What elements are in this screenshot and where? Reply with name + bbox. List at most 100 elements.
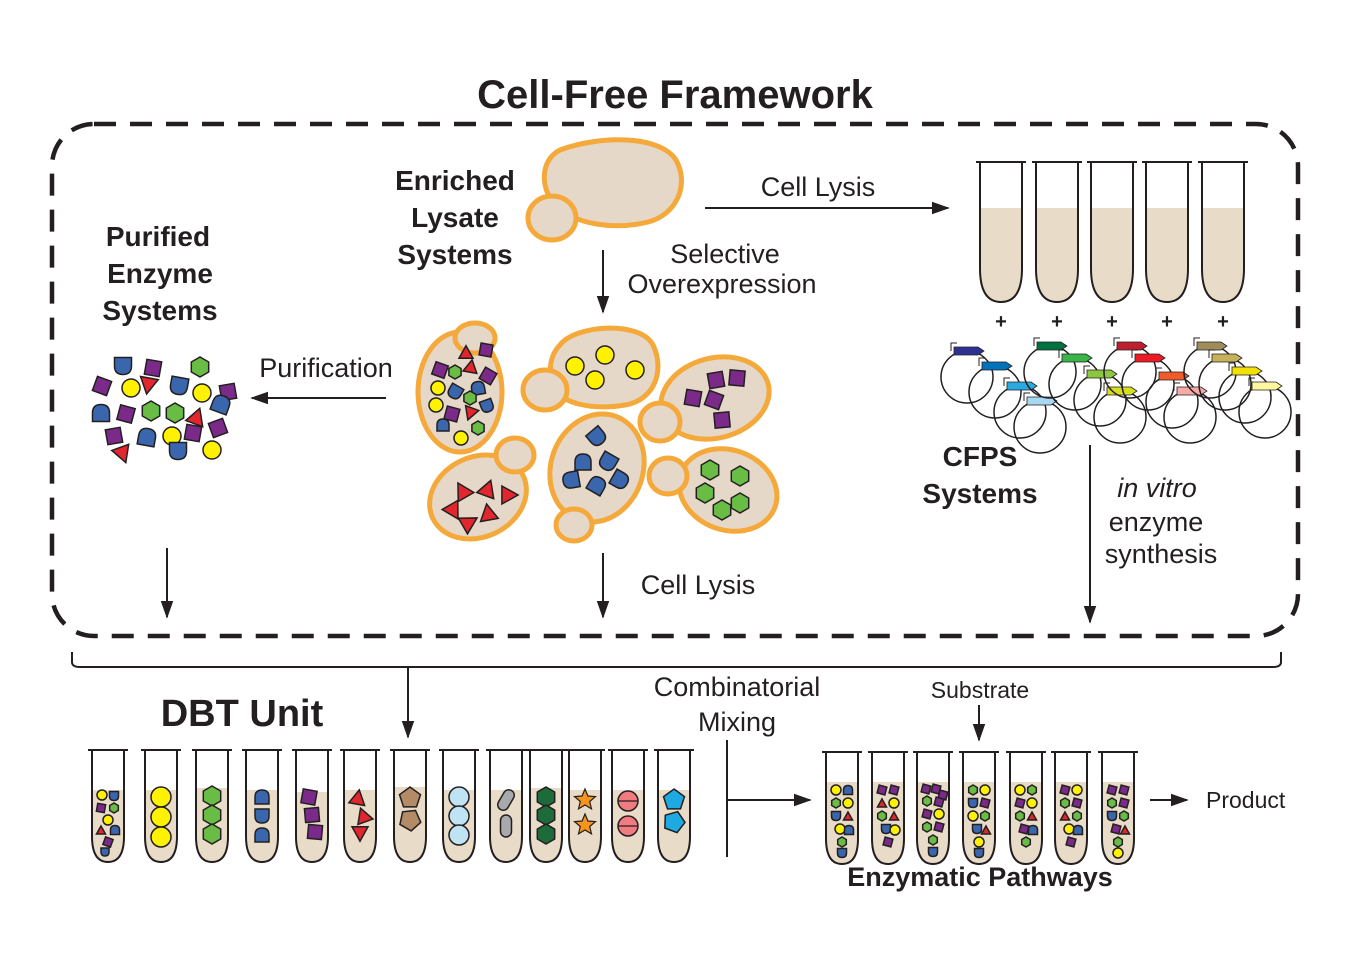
tube-outline [442,750,476,864]
enzyme-square-icon [443,405,461,423]
tube-liquid [1091,208,1133,302]
enzyme-circle-icon [1112,847,1124,859]
enzyme-square-icon [101,835,115,849]
tube-liquid [872,782,904,864]
enzyme-shield-icon [100,847,110,857]
cfps-systems-label: CFPS Systems [922,441,1037,509]
enzyme-triangle-icon [461,358,478,375]
purified-label-line-3: Systems [102,295,217,326]
enzyme-square-icon [430,360,450,380]
enzyme-shield-icon [1106,810,1118,822]
enzyme-hexagon-icon [921,821,933,833]
plasmid-icon [1023,337,1077,399]
enzyme-hexagon-icon [1020,836,1032,848]
tube-outline [1035,162,1079,304]
enzyme-triangle-icon [110,443,130,465]
plasmid-ring [1145,375,1199,429]
promoter-mark [1003,377,1010,386]
enzyme-shield-icon [608,468,630,490]
enzyme-square-icon [1059,784,1071,796]
promoter-mark [1058,349,1065,358]
gene-arrow [1211,353,1243,363]
gene-arrow [1158,371,1190,381]
enzyme-shield-icon [880,823,892,835]
enzyme-circle-icon [973,836,985,848]
tube-outline [295,750,329,864]
enriched-label-line-2: Lysate [411,202,499,233]
enzyme-circle-icon [933,808,945,820]
enzyme-square-icon [91,375,113,397]
enzyme-triangle-icon [347,788,366,807]
enzyme-triangle-icon [1119,824,1131,835]
enzyme-circle-icon [453,430,469,446]
enzyme-circle-icon [565,356,585,376]
plasmid-ring [1218,370,1272,424]
enzyme-label: enzyme [1109,507,1204,537]
plasmid-ring [1238,385,1292,439]
gene-arrow [1026,396,1058,406]
enzyme-hexagon-icon [1014,810,1026,822]
enzyme-square-icon [933,796,945,808]
enzyme-shield-icon [971,823,983,835]
enzyme-shield-icon [842,784,854,796]
plasmid-ring [1198,357,1252,411]
enzyme-circle-icon [1026,797,1038,809]
tube-liquid [1055,782,1087,864]
plasmid-icon [1218,362,1272,424]
plus-sign: + [1106,311,1118,333]
product-label: Product [1206,787,1286,813]
gene-arrow [1116,341,1148,351]
enzyme-shield-icon [470,380,487,397]
enzyme-circle-icon [888,797,900,809]
tube-icon [1087,161,1137,304]
enzyme-hexagon-icon [730,492,750,514]
enzyme-square-icon [921,808,933,820]
gene-arrow [1086,369,1118,379]
tube-icon [1198,161,1248,304]
enzyme-shield-icon [254,808,270,824]
plasmid-icon [940,342,994,404]
enzyme-hexagon-icon [141,400,161,422]
enzyme-shield-icon [584,424,607,447]
enzyme-square-icon [183,423,203,443]
enzyme-circle-icon [96,789,108,801]
promoter-mark [1208,349,1215,358]
enzyme-shield-icon [168,441,188,461]
bracket [71,652,1282,668]
dbt-unit-tubes [88,749,694,864]
enzyme-shield-icon [927,846,939,858]
promoter-mark [1228,362,1235,371]
enzyme-circle-icon [889,824,901,836]
enzyme-circle-icon [202,440,222,460]
enzyme-shield-icon [108,790,120,802]
tube-icon [1142,161,1192,304]
tube-outline [489,750,523,864]
tube-icon [976,161,1026,304]
enzyme-circle-icon [150,786,172,808]
enzyme-hexagon-icon [202,804,222,826]
enzyme-square-icon [306,823,324,841]
plus-sign: + [1161,311,1173,333]
enzyme-circle-icon [448,824,470,846]
gene-arrow [1251,381,1283,391]
enzyme-square-icon [143,358,163,378]
enzyme-shield-icon [436,418,450,432]
enzyme-circle-icon [121,378,141,398]
enzyme-hexagon-icon [165,402,185,424]
enzyme-shield-icon [562,469,582,489]
enzyme-shield-icon [91,403,111,423]
enzyme-shield-icon [209,394,231,416]
enriched-label-line-3: Systems [397,239,512,270]
enzyme-hexagon-icon [967,784,979,796]
enzyme-square-icon [888,784,900,796]
enzyme-triangle-icon [457,481,476,503]
promoter-mark [1103,382,1110,391]
promoter-mark [1113,337,1120,346]
enzyme-hexagon-icon [471,420,485,436]
enzyme-square-icon [1018,823,1030,835]
tube-icon [1051,751,1091,866]
enzyme-circle-icon [1063,823,1075,835]
enzyme-square-icon [728,369,746,387]
enzyme-square-icon [1065,836,1077,848]
